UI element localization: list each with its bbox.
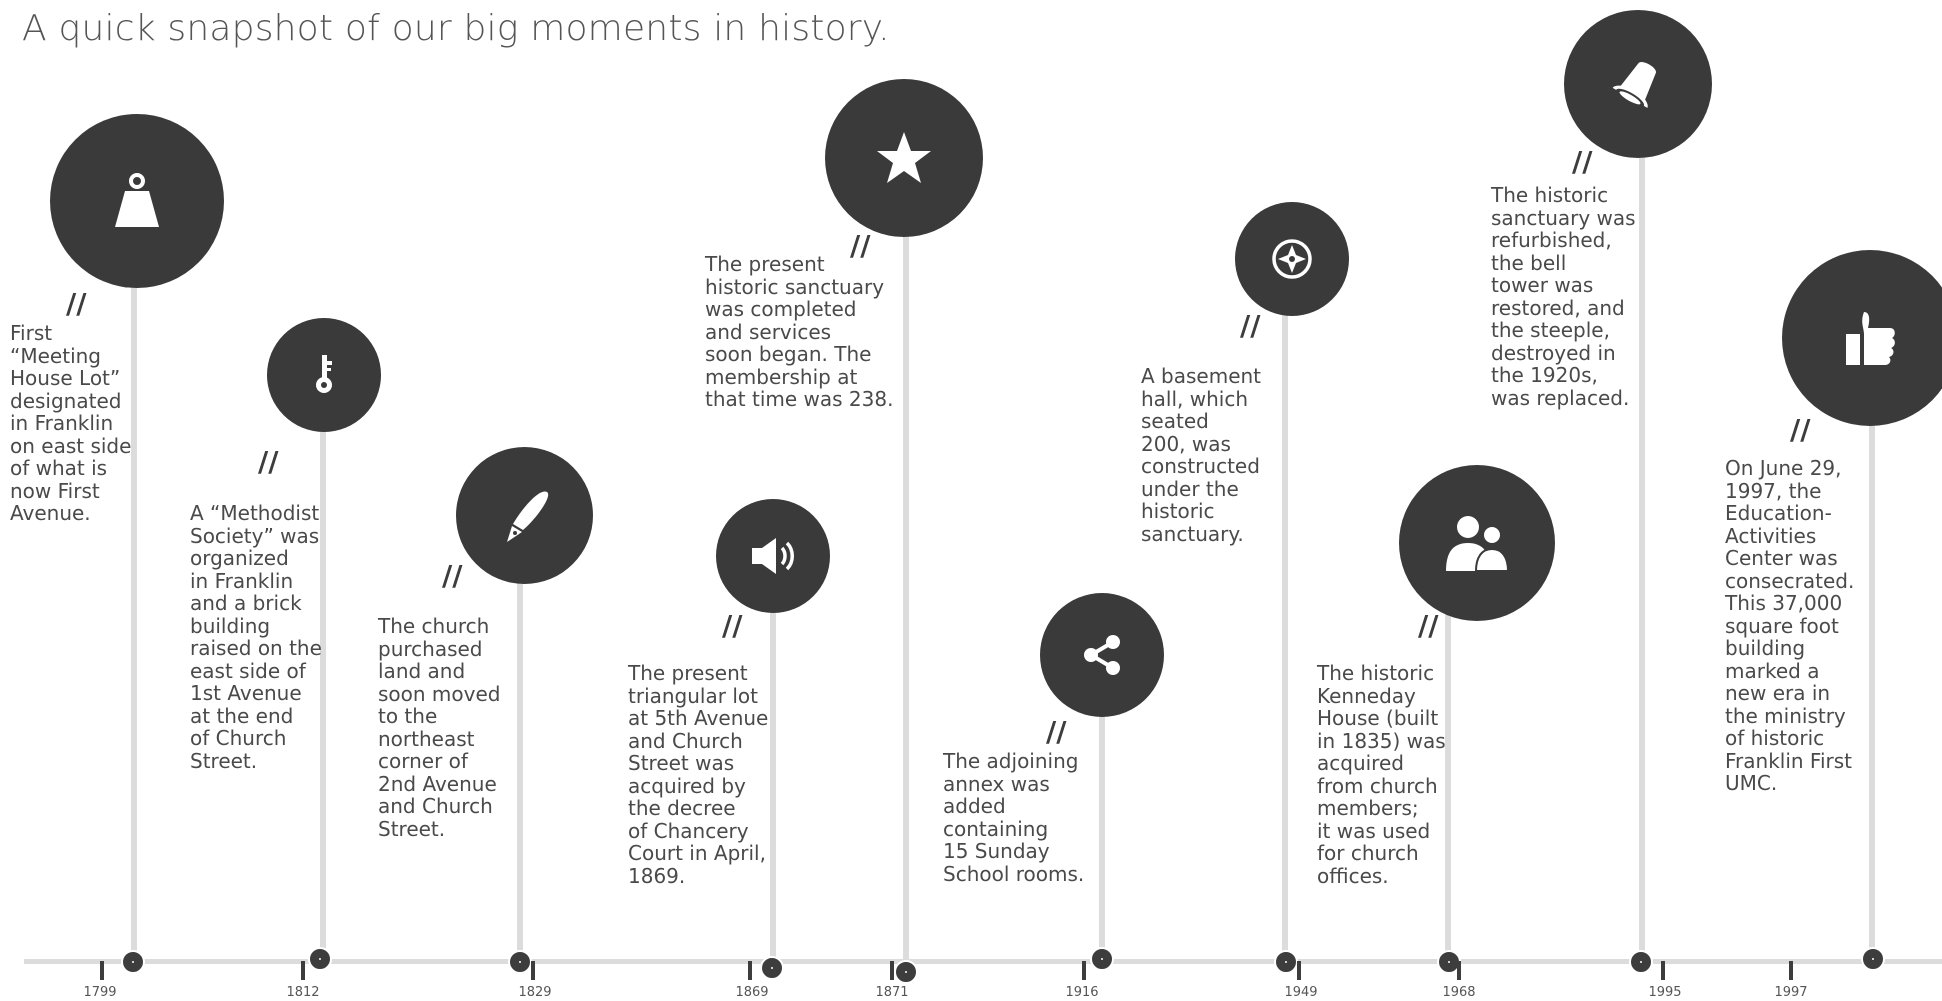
- event-pole: [1639, 130, 1645, 960]
- year-label: 1995: [1648, 985, 1682, 1000]
- event-description: The historic Kenneday House (built in 18…: [1317, 661, 1446, 888]
- event-description: The adjoining annex was added containing…: [943, 749, 1085, 886]
- event-description: A basement hall, which seated 200, was c…: [1141, 364, 1262, 546]
- event-description: The present historic sanctuary was compl…: [705, 252, 894, 411]
- timeline-dot[interactable]: [1629, 950, 1653, 974]
- compass-icon: [1272, 239, 1312, 279]
- divider-mark: //: [1240, 309, 1261, 342]
- year-label: 1829: [518, 985, 552, 1000]
- event-description: The church purchased land and soon moved…: [378, 614, 501, 841]
- timeline-dot[interactable]: [1090, 947, 1114, 971]
- event-pole: [770, 590, 776, 960]
- event-description: First “Meeting House Lot” designated in …: [10, 321, 132, 525]
- year-tick: [890, 961, 894, 980]
- event-bubble[interactable]: [1235, 202, 1349, 316]
- year-label: 1869: [735, 985, 769, 1000]
- timeline-dot[interactable]: [1861, 947, 1885, 971]
- event-description: The historic sanctuary was refurbished, …: [1491, 183, 1636, 410]
- event-pole: [131, 220, 137, 960]
- year-label: 1997: [1774, 985, 1808, 1000]
- timeline-dot[interactable]: [308, 947, 332, 971]
- key-icon: [316, 355, 332, 393]
- year-label: 1916: [1065, 985, 1099, 1000]
- event-bubble[interactable]: [1782, 250, 1942, 426]
- thumbs-up-icon: [1846, 312, 1895, 365]
- event-bubble[interactable]: [267, 318, 381, 432]
- timeline-dot[interactable]: [894, 960, 918, 984]
- year-tick: [301, 961, 305, 980]
- event-description: The present triangular lot at 5th Avenue…: [628, 661, 769, 888]
- year-tick: [531, 961, 535, 980]
- event-pole: [320, 420, 326, 960]
- event-pole: [1099, 680, 1105, 960]
- event-pole: [1869, 340, 1875, 960]
- event-bubble[interactable]: [825, 79, 983, 237]
- event-bubble[interactable]: [1564, 10, 1712, 158]
- year-label: 1799: [83, 985, 117, 1000]
- timeline-dot[interactable]: [508, 950, 532, 974]
- speaker-icon: [752, 538, 794, 574]
- divider-mark: //: [66, 287, 87, 320]
- event-pole: [1282, 300, 1288, 960]
- event-bubble[interactable]: [1399, 465, 1555, 621]
- divider-mark: //: [1418, 609, 1439, 642]
- year-label: 1968: [1442, 985, 1476, 1000]
- event-bubble[interactable]: [456, 447, 593, 584]
- share-icon: [1084, 635, 1120, 675]
- event-bubble[interactable]: [1040, 593, 1164, 717]
- event-pole: [1445, 560, 1451, 960]
- year-tick: [1789, 961, 1793, 980]
- year-tick: [1082, 961, 1086, 980]
- event-pole: [903, 200, 909, 960]
- divider-mark: //: [1046, 715, 1067, 748]
- event-description: On June 29, 1997, the Education- Activit…: [1725, 456, 1855, 795]
- year-label: 1949: [1284, 985, 1318, 1000]
- star-icon: [877, 132, 931, 183]
- divider-mark: //: [850, 229, 871, 262]
- divider-mark: //: [722, 609, 743, 642]
- event-bubble[interactable]: [50, 114, 224, 288]
- year-tick: [1297, 961, 1301, 980]
- year-tick: [1457, 961, 1461, 980]
- weight-icon: [115, 173, 159, 227]
- year-label: 1812: [286, 985, 320, 1000]
- bell-icon: [1612, 62, 1656, 108]
- divider-mark: //: [258, 445, 279, 478]
- pen-icon: [506, 491, 548, 542]
- year-tick: [100, 961, 104, 980]
- divider-mark: //: [442, 559, 463, 592]
- timeline-axis: [24, 959, 1942, 964]
- divider-mark: //: [1572, 145, 1593, 178]
- year-label: 1871: [875, 985, 909, 1000]
- people-icon: [1446, 516, 1510, 572]
- page-headline: A quick snapshot of our big moments in h…: [22, 8, 890, 49]
- event-pole: [517, 540, 523, 960]
- year-tick: [1661, 961, 1665, 980]
- event-bubble[interactable]: [716, 499, 830, 613]
- event-description: A “Methodist Society” was organized in F…: [190, 501, 322, 773]
- timeline-dot[interactable]: [121, 950, 145, 974]
- timeline-dot[interactable]: [1274, 950, 1298, 974]
- timeline-dot[interactable]: [760, 956, 784, 980]
- divider-mark: //: [1790, 413, 1811, 446]
- year-tick: [748, 961, 752, 980]
